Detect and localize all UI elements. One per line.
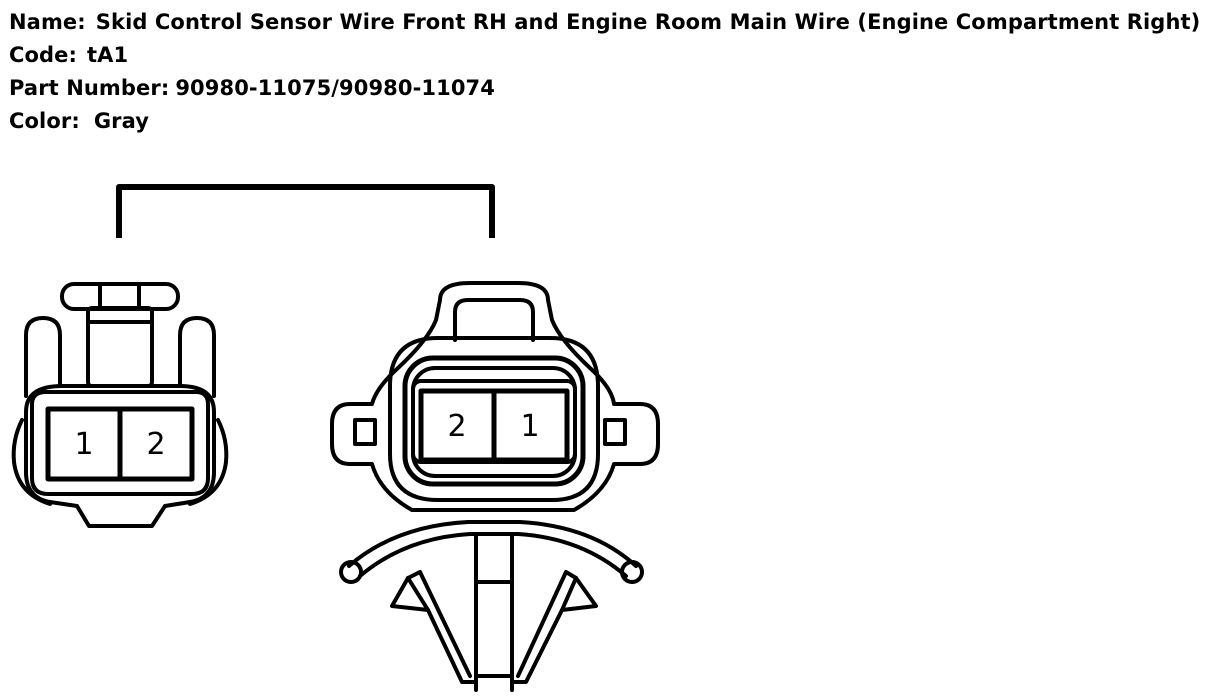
name-value: Skid Control Sensor Wire Front RH and En…: [95, 10, 1201, 34]
part-number-row: Part Number:90980-11075/90980-11074: [9, 72, 1200, 105]
code-row: Code: tA1: [9, 39, 1200, 72]
part-number-value: 90980-11075/90980-11074: [175, 76, 495, 100]
code-value: tA1: [87, 43, 129, 67]
right-pin-2: 2: [447, 409, 466, 444]
right-pin-1: 1: [520, 409, 539, 444]
part-number-label: Part Number:: [9, 76, 170, 100]
left-pin-1: 1: [74, 427, 93, 462]
name-row: Name: Skid Control Sensor Wire Front RH a…: [9, 6, 1200, 39]
mating-bracket: [116, 184, 495, 238]
right-connector: [330, 281, 660, 692]
connector-info: Name: Skid Control Sensor Wire Front RH a…: [9, 6, 1200, 138]
name-label: Name:: [9, 10, 86, 34]
color-label: Color:: [9, 109, 80, 133]
color-row: Color: Gray: [9, 105, 1200, 138]
left-connector: [11, 282, 229, 528]
code-label: Code:: [9, 43, 78, 67]
color-value: Gray: [93, 109, 150, 133]
left-pin-2: 2: [146, 427, 165, 462]
